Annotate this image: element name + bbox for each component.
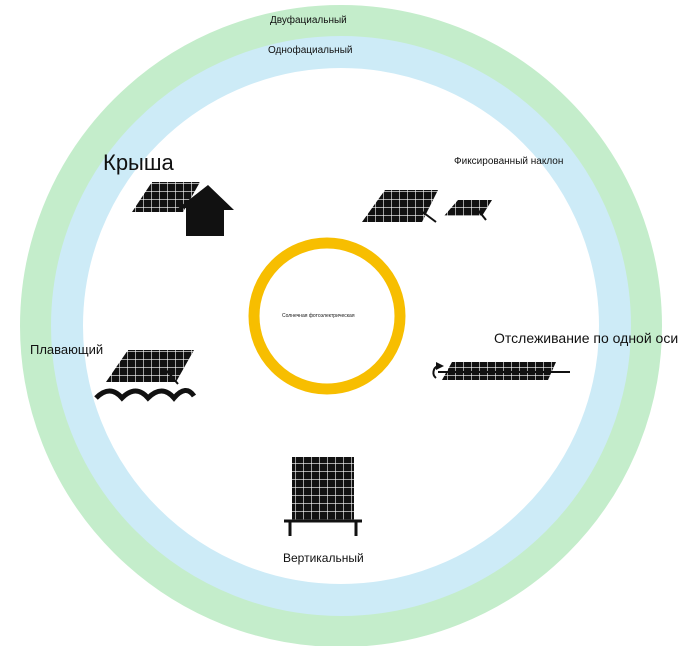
tracking-label: Отслеживание по одной оси [494,330,679,346]
bifacial-ring [20,5,662,646]
single-axis-tracker-icon [432,362,570,380]
center-ring [248,237,406,395]
center-label: Солнечная фотоэлектрическая [282,313,355,319]
floating-label: Плавающий [30,342,104,357]
fixed-tilt-solar-icon [362,190,492,223]
roof-label: Крыша [103,150,174,175]
fixed-tilt-label: Фиксированный наклон [454,156,564,167]
monofacial-ring [51,36,631,616]
floating-solar-icon [94,350,197,402]
rooftop-solar-icon [132,182,234,236]
vertical-label: Вертикальный [283,551,364,565]
vertical-solar-icon [284,457,362,536]
monofacial-label: Однофациальный [268,45,353,56]
bifacial-label: Двуфациальный [270,15,347,26]
